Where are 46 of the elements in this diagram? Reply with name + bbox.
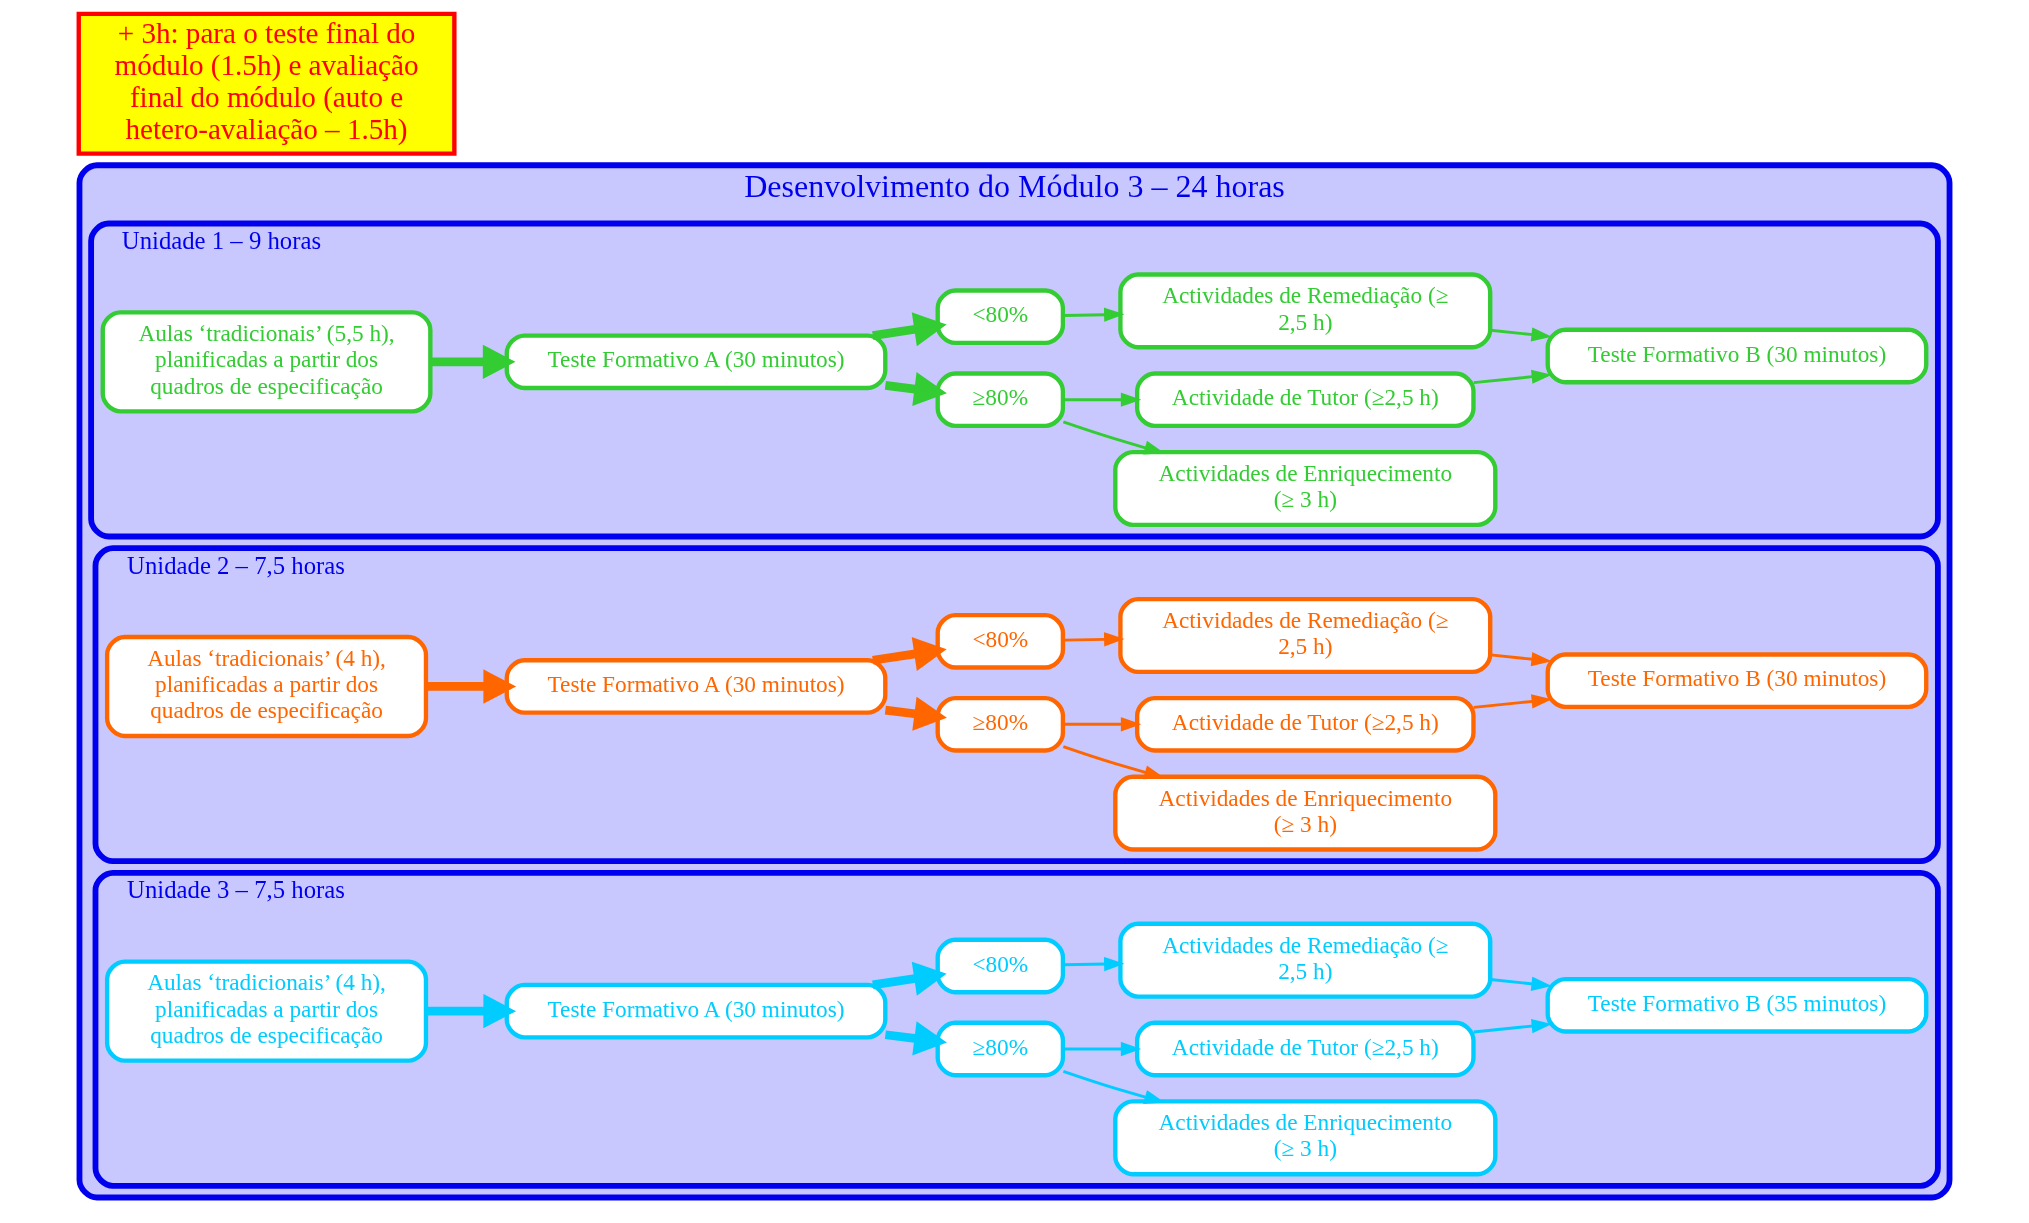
node-box: Actividades de Remediação (≥ 2,5 h)	[1118, 921, 1493, 999]
arrow	[1063, 632, 1125, 647]
node-box: Actividade de Tutor (≥2,5 h)	[1134, 695, 1476, 753]
node-box: ≥80%	[935, 371, 1066, 429]
node-box: Aulas ‘tradicionais’ (4 h), planificadas a partir dos quadros de especificação	[104, 634, 429, 739]
node-box: Actividade de Tutor (≥2,5 h)	[1134, 371, 1476, 429]
arrow	[1490, 327, 1552, 342]
arrow	[1063, 956, 1125, 972]
node-box: Teste Formativo B (30 minutos)	[1545, 327, 1929, 385]
node-box: ≥80%	[935, 695, 1066, 753]
node-box: Teste Formativo A (30 minutos)	[504, 982, 888, 1040]
arrow	[430, 344, 516, 379]
arrow	[1063, 307, 1125, 322]
arrow	[884, 696, 947, 731]
node-box: Teste Formativo B (35 minutos)	[1545, 976, 1929, 1034]
arrow	[426, 993, 517, 1029]
node-box: Aulas ‘tradicionais’ (5,5 h), planificadas a partir dos quadros de especificação	[100, 310, 433, 414]
arrow	[872, 961, 947, 996]
arrow	[1473, 694, 1552, 709]
node-box: <80%	[935, 612, 1066, 670]
node-box: Teste Formativo A (30 minutos)	[504, 333, 888, 391]
node-box: Aulas ‘tradicionais’ (4 h), planificadas a partir dos quadros de especificação	[104, 959, 429, 1063]
node-box: Actividade de Tutor (≥2,5 h)	[1134, 1020, 1476, 1078]
arrow	[1473, 1018, 1553, 1034]
arrow	[1490, 976, 1552, 991]
node-box: Actividades de Remediação (≥ 2,5 h)	[1118, 272, 1493, 350]
arrow	[872, 637, 947, 671]
arrow	[884, 372, 947, 407]
node-box: Teste Formativo A (30 minutos)	[504, 658, 888, 715]
node-box: <80%	[935, 288, 1066, 346]
arrow	[1063, 392, 1142, 407]
arrow	[1063, 717, 1142, 732]
arrow	[426, 669, 517, 704]
arrow	[1490, 652, 1552, 667]
arrow	[1473, 369, 1552, 385]
arrow	[1063, 1041, 1142, 1057]
arrow	[872, 312, 947, 347]
node-box: ≥80%	[935, 1020, 1066, 1078]
node-box: <80%	[935, 937, 1066, 995]
arrow	[884, 1021, 947, 1056]
node-box: Teste Formativo B (30 minutos)	[1545, 652, 1929, 710]
node-box: Actividades de Enriquecimento (≥ 3 h)	[1113, 774, 1498, 852]
node-box: Actividades de Enriquecimento (≥ 3 h)	[1113, 449, 1498, 528]
node-box: + 3h: para o teste final do módulo (1.5h) e avaliação final do módulo (auto e hetero-avaliação – 1.5h)	[76, 11, 457, 156]
node-box: Actividades de Enriquecimento (≥ 3 h)	[1113, 1099, 1498, 1177]
node-box: Actividades de Remediação (≥ 2,5 h)	[1118, 596, 1493, 675]
